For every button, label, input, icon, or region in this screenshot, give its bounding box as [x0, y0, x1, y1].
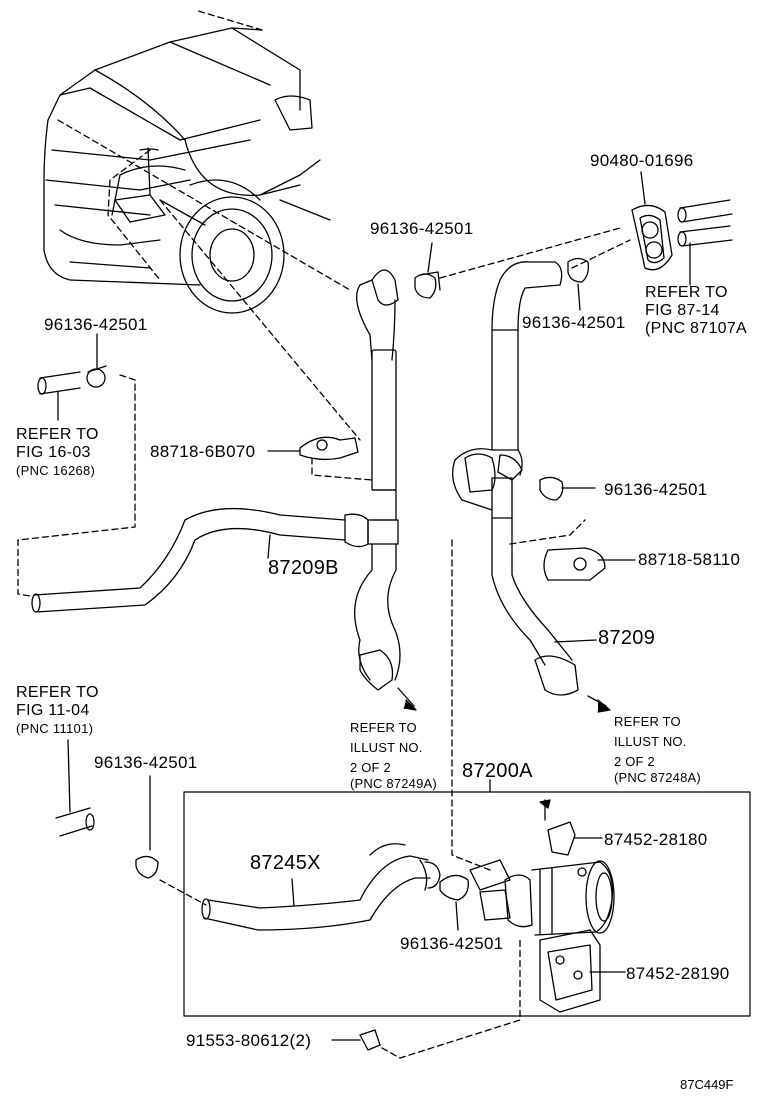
part-label-87209: 87209: [598, 627, 656, 649]
part-label-96136-left: 96136-42501: [44, 315, 148, 334]
hose-87209b: [31, 269, 401, 691]
part-label-91553-80612: 91553-80612(2): [186, 1031, 312, 1050]
part-label-96136-top: 96136-42501: [370, 219, 474, 238]
vehicle-front-illustration: [43, 9, 361, 441]
part-label-88718-58110: 88718-58110: [638, 550, 741, 569]
heater-pipes: [439, 199, 733, 286]
reference-fig-87-14: REFER TO FIG 87-14 (PNC 87107A: [645, 284, 748, 337]
reference-illust-87248a: REFER TO ILLUST NO. 2 OF 2 (PNC 87248A): [614, 714, 701, 785]
lower-clamps: [55, 739, 521, 1059]
hose-87245x: [201, 843, 441, 931]
figure-code: 87C449F: [680, 1077, 734, 1092]
refer-arrows: [397, 687, 611, 713]
part-label-96136-right-top: 96136-42501: [522, 313, 626, 332]
assembly-87200a-frame: [183, 539, 751, 1017]
part-label-87245x: 87245X: [250, 852, 321, 874]
bracket-87452-28190: [539, 929, 626, 1013]
hose-87209: [452, 261, 597, 696]
pump-assembly: [469, 799, 615, 936]
part-label-96136-mid: 96136-42501: [604, 480, 708, 499]
part-label-90480-01696: 90480-01696: [590, 151, 694, 170]
part-label-87209b: 87209B: [268, 557, 339, 579]
part-label-87200a: 87200A: [462, 760, 533, 782]
valve-grommet: [631, 171, 673, 271]
part-label-88718-6b070: 88718-6B070: [150, 442, 256, 461]
part-label-96136-lower: 96136-42501: [400, 934, 504, 953]
clamp-88718-58110: [509, 519, 636, 581]
reference-fig-11-04: REFER TO FIG 11-04 (PNC 11101): [16, 684, 99, 736]
clamps-96136: [414, 242, 596, 501]
part-label-87452-28190: 87452-28190: [626, 964, 730, 983]
reference-fig-16-03: REFER TO FIG 16-03 (PNC 16268): [16, 426, 99, 478]
part-label-87452-28180: 87452-28180: [604, 830, 708, 849]
clamp-88718-6b070: [267, 436, 373, 481]
left-clamp-area: [17, 333, 136, 597]
part-label-96136-lower-left: 96136-42501: [94, 753, 198, 772]
reference-illust-87249a: REFER TO ILLUST NO. 2 OF 2 (PNC 87249A): [350, 720, 437, 791]
